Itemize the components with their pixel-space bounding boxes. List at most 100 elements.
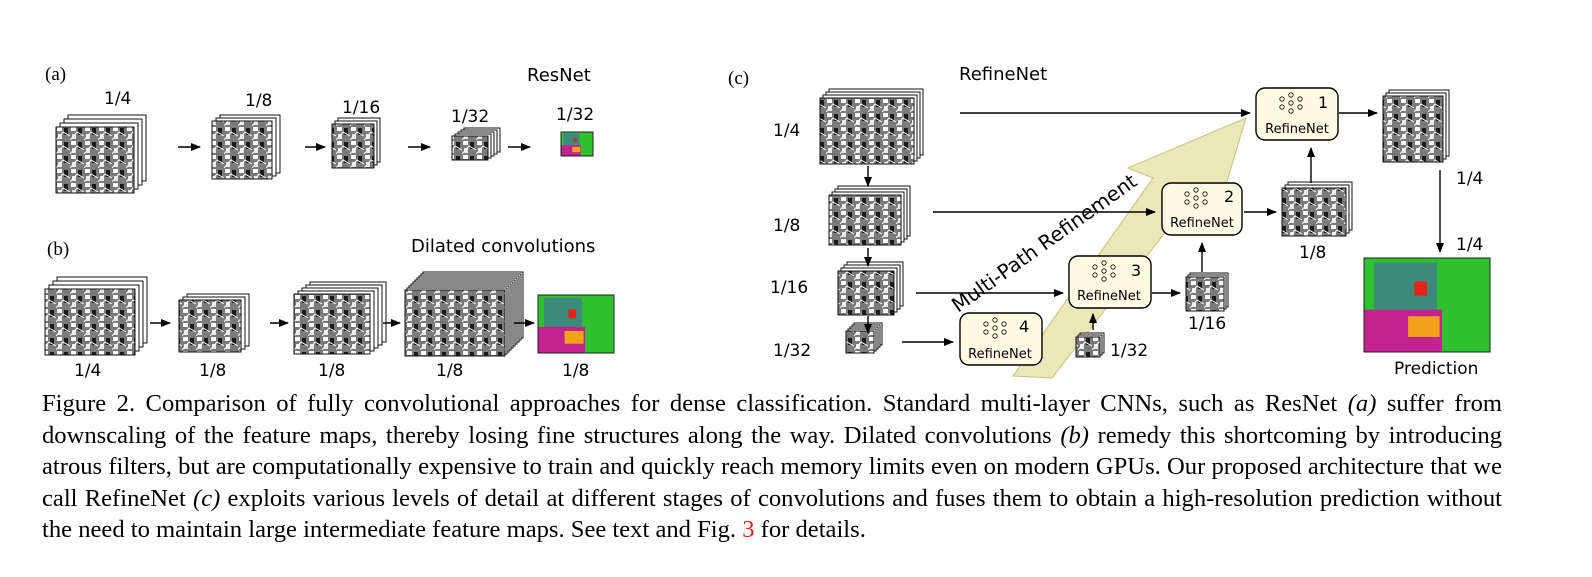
- feature-map-stack: [44, 276, 148, 356]
- neuron: [992, 333, 998, 339]
- input-scale-label: 1/8: [773, 216, 800, 236]
- neuron: [992, 325, 998, 331]
- panel-a-stage-label: 1/32: [556, 105, 594, 125]
- output-scale-label: 1/16: [1188, 314, 1226, 334]
- neuron: [1184, 191, 1190, 197]
- caption-text: for details.: [754, 516, 866, 543]
- feature-map-image: [44, 288, 136, 356]
- segmentation-map: [1363, 257, 1491, 353]
- feature-map-stack: [819, 88, 924, 165]
- feature-map-stack: [404, 271, 524, 357]
- refinenet-block: [959, 312, 1043, 366]
- panel-b-stage-label: 1/8: [318, 361, 345, 381]
- refinenet-box: [1161, 182, 1243, 236]
- figure-link[interactable]: 3: [742, 516, 755, 543]
- caption-text: exploits various levels of detail at dif…: [42, 484, 1502, 544]
- neural-net-icon: [1184, 187, 1208, 209]
- neuron: [1288, 100, 1294, 106]
- feature-map-stack: [331, 117, 381, 169]
- neuron: [1193, 203, 1199, 209]
- feature-map-image: [331, 123, 375, 169]
- seg-region: [1374, 262, 1438, 315]
- input-scale-label: 1/32: [773, 341, 811, 361]
- feature-map-stack: [293, 281, 387, 355]
- seg-border: [560, 131, 594, 157]
- input-scale-label: 1/4: [773, 121, 800, 141]
- refinenet-box: [959, 312, 1043, 366]
- feature-map-stack: [178, 293, 250, 353]
- feature-map-image: [293, 293, 371, 355]
- feature-map-image: [1281, 187, 1347, 237]
- neuron: [1101, 268, 1107, 274]
- feature-map-image: [828, 194, 902, 246]
- panel-b-stage-label: 1/8: [436, 361, 463, 381]
- neuron: [1288, 92, 1294, 98]
- neural-net-icon: [1279, 92, 1303, 114]
- panel-b-stage-label: 1/8: [562, 361, 589, 381]
- refinenet-name: RefineNet: [1077, 289, 1141, 304]
- caption-text: Figure 2. Comparison of fully convolutio…: [42, 390, 1348, 417]
- segmentation-map: [537, 294, 615, 354]
- neuron: [1101, 276, 1107, 282]
- panel-a-stage-label: 1/16: [342, 98, 380, 118]
- neuron: [1092, 264, 1098, 270]
- neural-net-icon: [1092, 260, 1116, 282]
- refinenet-name: RefineNet: [1265, 122, 1329, 137]
- feature-map-stack: [1185, 272, 1229, 312]
- neuron: [1297, 96, 1303, 102]
- prediction-label: Prediction: [1394, 359, 1478, 379]
- seg-region: [561, 145, 581, 156]
- feature-map-stack: [55, 114, 147, 194]
- neuron: [1092, 272, 1098, 278]
- panel-c-label: (c): [728, 68, 749, 89]
- seg-border: [1363, 257, 1491, 353]
- feature-map-image: [451, 135, 489, 161]
- caption-text: suffer from downscaling of the feature m…: [42, 390, 1502, 449]
- neuron: [1202, 191, 1208, 197]
- neuron: [1193, 195, 1199, 201]
- feature-map-image: [178, 299, 242, 353]
- caption-text: remedy this shortcoming by introducing a…: [42, 421, 1502, 512]
- neuron: [1001, 329, 1007, 335]
- feature-map-image: [211, 120, 273, 180]
- caption-ref-c: (c): [193, 484, 221, 512]
- feature-map-image: [55, 126, 135, 194]
- output-scale-label: 1/32: [1110, 341, 1148, 361]
- panel-a-title: ResNet: [527, 65, 591, 86]
- caption-ref-b: (b): [1060, 421, 1089, 449]
- refinenet-name: RefineNet: [968, 347, 1032, 362]
- neural-net-icon: [983, 317, 1007, 339]
- output-scale-label: 1/8: [1299, 243, 1326, 263]
- diagram-elements: [44, 87, 1491, 379]
- figure-caption: Figure 2. Comparison of fully convolutio…: [42, 388, 1502, 546]
- seg-region: [1414, 281, 1427, 296]
- input-scale-label: 1/16: [770, 278, 808, 298]
- feature-map-stack: [1075, 332, 1105, 358]
- neuron: [1110, 272, 1116, 278]
- panel-b-label: (b): [47, 239, 69, 260]
- feature-map-stack: [1281, 181, 1353, 237]
- feature-map-image: [404, 289, 506, 357]
- feature-map-stack: [837, 261, 904, 316]
- feature-map-stack: [1382, 89, 1450, 163]
- caption-ref-a: (a): [1347, 390, 1377, 417]
- panel-a-stage-label: 1/8: [245, 91, 272, 111]
- refinenet-number: 4: [1019, 317, 1029, 336]
- neuron: [1202, 199, 1208, 205]
- refinenet-box: [1255, 87, 1339, 141]
- neuron: [983, 329, 989, 335]
- neuron: [1101, 260, 1107, 266]
- neuron: [992, 317, 998, 323]
- feature-map-image: [845, 330, 875, 354]
- refinenet-number: 3: [1131, 261, 1141, 280]
- neuron: [1184, 199, 1190, 205]
- neuron: [1279, 104, 1285, 110]
- feature-map-stack: [845, 322, 883, 354]
- feature-map-stack: [451, 127, 501, 161]
- seg-region: [563, 133, 580, 147]
- panel-b-stage-label: 1/4: [74, 361, 101, 381]
- neuron: [1288, 108, 1294, 114]
- panel-b-title: Dilated convolutions: [411, 236, 595, 257]
- neuron: [1110, 264, 1116, 270]
- segmentation-map: [560, 131, 594, 157]
